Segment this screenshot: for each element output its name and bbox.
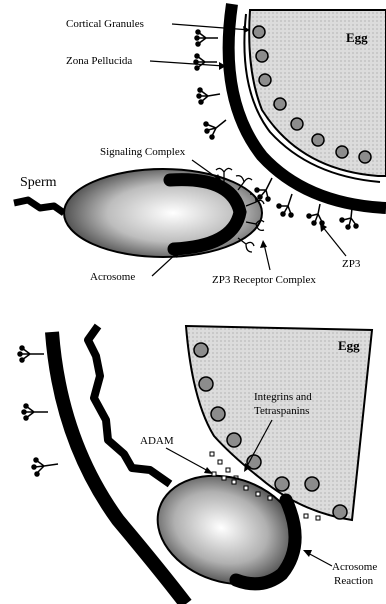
pointer-zp3	[322, 226, 346, 256]
zona-pellucida-bottom	[52, 332, 186, 604]
label-signaling-complex: Signaling Complex	[100, 146, 186, 158]
pointer-adam	[166, 448, 210, 472]
cortical-granule	[275, 477, 289, 491]
adam-marker	[212, 472, 216, 476]
cortical-granule	[256, 50, 268, 62]
zp3-sprig	[18, 346, 44, 362]
cortical-granule	[312, 134, 324, 146]
cortical-granule	[359, 151, 371, 163]
zp3-sprig	[340, 208, 358, 229]
label-zp3-receptor-complex: ZP3 Receptor Complex	[212, 274, 316, 286]
adam-marker	[244, 486, 248, 490]
receptor-sprig	[238, 238, 254, 252]
sperm-tail-bottom	[88, 326, 170, 484]
zp3-sprig	[194, 54, 217, 70]
integrin-marker	[218, 460, 222, 464]
zp3-sprig	[195, 30, 218, 46]
integrin-marker	[304, 514, 308, 518]
zp3-sprig	[255, 178, 272, 201]
zp3-sprig	[204, 120, 226, 139]
adam-marker	[232, 480, 236, 484]
pointer-zp3-receptor-complex	[264, 244, 270, 270]
cortical-granule	[199, 377, 213, 391]
zp3-sprig	[277, 194, 293, 217]
label-acrosome-reaction-line1: Acrosome	[332, 561, 377, 573]
cortical-granule	[274, 98, 286, 110]
pointer-adam-head	[204, 467, 213, 474]
integrin-marker	[210, 452, 214, 456]
cortical-granule	[291, 118, 303, 130]
adam-marker	[268, 496, 272, 500]
zp3-sprig	[32, 458, 58, 476]
integrin-marker	[316, 516, 320, 520]
cortical-granule	[211, 407, 225, 421]
adam-marker	[222, 476, 226, 480]
label-egg-top: Egg	[346, 30, 368, 45]
cortical-granule	[194, 343, 208, 357]
label-integrins-line1: Integrins and	[254, 391, 312, 403]
label-acrosome-reaction-line2: Reaction	[334, 575, 374, 587]
pointer-acrosome-reaction-head	[303, 550, 312, 557]
bottom-panel: Egg Integrins and Tetraspanins ADAM Acro…	[18, 326, 377, 604]
label-integrins-line2: Tetraspanins	[254, 405, 309, 417]
integrin-marker	[226, 468, 230, 472]
label-acrosome: Acrosome	[90, 271, 135, 283]
pointer-zp3-receptor-complex-head	[260, 240, 267, 248]
cortical-granule	[253, 26, 265, 38]
label-egg-bottom: Egg	[338, 338, 360, 353]
label-adam: ADAM	[140, 435, 174, 447]
zp3-sprig	[307, 204, 324, 225]
cortical-granule	[336, 146, 348, 158]
sperm-tail-top	[14, 200, 64, 213]
label-zona-pellucida: Zona Pellucida	[66, 55, 132, 67]
top-panel: Cortical Granules Zona Pellucida Egg Sig…	[14, 4, 386, 286]
cortical-granule	[333, 505, 347, 519]
label-cortical-granules: Cortical Granules	[66, 18, 144, 30]
label-sperm-top: Sperm	[20, 175, 57, 190]
cortical-granule	[305, 477, 319, 491]
adam-marker	[256, 492, 260, 496]
pointer-cortical-granules	[172, 24, 250, 30]
label-zp3: ZP3	[342, 258, 361, 270]
sperm-head-top	[64, 169, 262, 257]
zp3-sprig	[22, 404, 48, 420]
zp3-sprig	[197, 88, 220, 104]
cortical-granule	[227, 433, 241, 447]
cortical-granule	[259, 74, 271, 86]
